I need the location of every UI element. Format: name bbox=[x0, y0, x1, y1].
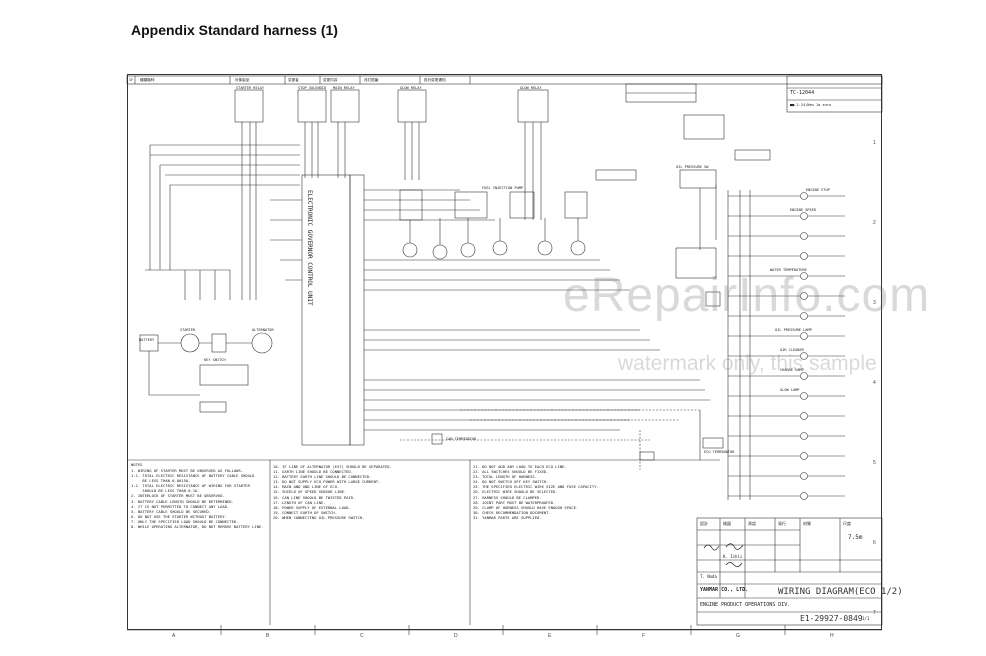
label-can-terminator: CAN TERMINATOR bbox=[446, 437, 477, 441]
row-4: 4 bbox=[873, 380, 876, 386]
header-cell-1: 種類機种 bbox=[140, 78, 155, 82]
notes-title: NOTES bbox=[131, 462, 143, 467]
top-right-code: ■■ 2.24(New 1a euro bbox=[790, 103, 832, 107]
watermark-site: eRepairInfo.com bbox=[563, 269, 931, 322]
column-b: B bbox=[266, 633, 270, 639]
title-block-drawing-number: E1-29927-0849 bbox=[800, 614, 863, 623]
label-stop-solenoid: STOP SOLENOID bbox=[298, 86, 327, 90]
label-oil-pressure-lamp: OIL PRESSURE LAMP bbox=[775, 328, 812, 332]
label-starter-relay: STARTER RELAY bbox=[236, 86, 265, 90]
label-oil-pressure-sw: OIL PRESSURE SW bbox=[676, 165, 709, 169]
label-glow-relay-2: GLOW RELAY bbox=[520, 86, 542, 90]
row-7: 7 bbox=[873, 610, 876, 616]
page-title: Appendix Standard harness (1) bbox=[131, 22, 338, 38]
label-key-switch: KEY SWITCH bbox=[204, 358, 226, 362]
title-block-company: YANMAR CO., LTD. bbox=[700, 587, 749, 593]
title-block-name-1: T. Noda bbox=[700, 574, 717, 579]
title-block-name-2: K. Ishii bbox=[723, 554, 743, 559]
column-c: C bbox=[360, 633, 364, 639]
label-water-temperature: WATER TEMPERATURE bbox=[770, 268, 807, 272]
header-cell-6: 設計変更通知 bbox=[424, 78, 446, 82]
title-block-field-2: 検図 bbox=[723, 521, 731, 526]
label-glow-lamp: GLOW LAMP bbox=[780, 388, 800, 392]
header-cell-5: 改訂図番 bbox=[364, 78, 379, 82]
row-2: 2 bbox=[873, 220, 876, 226]
column-a: A bbox=[172, 633, 176, 639]
label-battery: BATTERY bbox=[139, 338, 155, 342]
watermark-note: watermark only, this sample bbox=[618, 352, 877, 375]
label-alternator: ALTERNATOR bbox=[252, 328, 274, 332]
row-6: 6 bbox=[873, 540, 876, 546]
header-cell-3: 変更者 bbox=[288, 78, 299, 82]
row-1: 1 bbox=[873, 140, 876, 146]
notes-middle: 10. IF LINE OF ALTERNATOR (EXT) SHOULD B… bbox=[273, 464, 392, 520]
label-air-cleaner: AIR CLEANER bbox=[780, 348, 804, 352]
column-e: E bbox=[548, 633, 552, 639]
wiring-diagram-sheet bbox=[127, 74, 882, 630]
label-glow-relay-1: GLOW RELAY bbox=[400, 86, 422, 90]
column-h: H bbox=[830, 633, 834, 639]
header-cell-4: 変更内容 bbox=[323, 78, 338, 82]
title-block-division: ENGINE PRODUCT OPERATIONS DIV. bbox=[700, 602, 791, 608]
title-block-field-4: 発行 bbox=[778, 521, 786, 526]
row-5: 5 bbox=[873, 460, 876, 466]
title-block-sheet: 1/1 bbox=[862, 616, 870, 621]
label-ecu-terminator: ECU TERMINATOR bbox=[704, 450, 735, 454]
title-block-field-5: 材質 bbox=[803, 521, 811, 526]
notes-left: 1. WIRING OF STARTER MUST BE OBSERVED AS… bbox=[131, 468, 264, 530]
row-3: 3 bbox=[873, 300, 876, 306]
header-left-code: IF bbox=[129, 78, 134, 82]
column-f: F bbox=[642, 633, 646, 639]
label-fuel-injection-pump: FUEL INJECTION PUMP bbox=[482, 186, 524, 190]
header-right-code: TC-12044 bbox=[790, 90, 815, 96]
label-starter: STARTER bbox=[180, 328, 196, 332]
label-main-relay: MAIN RELAY bbox=[333, 86, 355, 90]
title-block-scale: 7.5m bbox=[848, 534, 863, 541]
column-g: G bbox=[736, 633, 740, 639]
title-block-drawing-title: WIRING DIAGRAM(ECO 1/2) bbox=[778, 587, 903, 597]
label-engine-speed: ENGINE SPEED bbox=[790, 208, 816, 212]
header-cell-2: 対象製品 bbox=[235, 78, 250, 82]
title-block-field-6: 尺度 bbox=[843, 521, 851, 526]
ecu-label: ELECTRONIC GOVERNOR CONTROL UNIT bbox=[306, 190, 313, 306]
notes-right: 21. DO NOT ADD ANY LOAD TO EACH ECU LINE… bbox=[473, 464, 599, 520]
title-block-field-1: 設計 bbox=[700, 521, 708, 526]
column-d: D bbox=[454, 633, 458, 639]
label-engine-stop: ENGINE STOP bbox=[806, 188, 830, 192]
label-charge-lamp: CHARGE LAMP bbox=[780, 368, 804, 372]
title-block-field-3: 承認 bbox=[748, 521, 756, 526]
